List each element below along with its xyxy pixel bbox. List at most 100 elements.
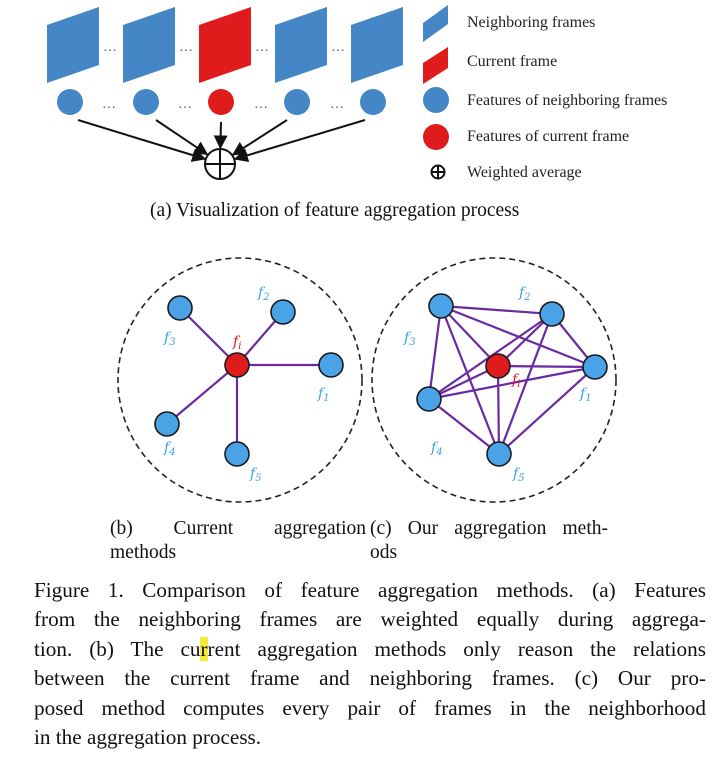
caption-line: tion. (b) The current aggregation method…: [34, 635, 706, 664]
text-highlight: r: [200, 636, 208, 661]
legend-label: Features of neighboring frames: [467, 92, 667, 109]
figure-caption: Figure 1. Comparison of feature aggregat…: [34, 576, 706, 752]
node-label-subscript: 2: [523, 292, 530, 303]
relation-edge: [497, 313, 554, 455]
neighbor-node: [154, 411, 180, 437]
panel-a-feature-aggregation: ··· ··· ··· ··· ··· ··· ··· ···: [47, 7, 403, 180]
neighborhood-boundary: [371, 257, 617, 503]
legend-label: Neighboring frames: [467, 14, 595, 31]
red-parallelogram-icon: [423, 47, 448, 84]
aggregation-arrow: [233, 119, 366, 163]
relation-edge: [497, 364, 596, 369]
neighbor-node: [428, 293, 454, 319]
subcaption-b: (b) Current aggregation methods: [110, 517, 366, 565]
subcaption-c-line1: (c) Our aggregation meth-: [370, 518, 608, 539]
neighbor-node: [486, 441, 512, 467]
subcaption-b-line2: methods: [110, 542, 177, 563]
node-label-subscript: 4: [435, 447, 442, 458]
node-label-subscript: 2: [262, 292, 269, 303]
node-label-subscript: 3: [169, 337, 175, 348]
subcaption-c: (c) Our aggregation meth- ods: [370, 517, 608, 565]
relation-edge: [166, 364, 238, 425]
node-label-subscript: 1: [323, 393, 329, 404]
neighbor-node: [416, 386, 442, 412]
neighbor-frame: [351, 7, 403, 83]
ellipsis: ···: [103, 44, 117, 59]
caption-text: posed method computes every pair of fram…: [34, 695, 706, 720]
relation-edge: [428, 398, 500, 455]
neighbor-node: [539, 301, 565, 327]
node-label: f4: [430, 440, 443, 458]
neighbor-frame-feature: [57, 89, 83, 115]
legend-label: Current frame: [467, 53, 557, 70]
node-label-subscript: 4: [168, 447, 175, 458]
neighbor-frame-feature: [133, 89, 159, 115]
subcaption-a: (a) Visualization of feature aggregation…: [150, 200, 520, 221]
legend-item: Features of current frame: [423, 124, 629, 150]
current-node: [224, 352, 250, 378]
legend-item: Neighboring frames: [423, 5, 595, 42]
node-label: f3: [163, 330, 176, 348]
neighbor-frame-feature: [284, 89, 310, 115]
current-node: [485, 353, 511, 379]
neighbor-frame-feature: [360, 89, 386, 115]
node-label: f1: [579, 386, 592, 404]
aggregation-arrow: [77, 119, 207, 162]
legend-item: Current frame: [423, 47, 557, 84]
ellipsis: ···: [255, 44, 269, 59]
current-frame-feature: [208, 89, 234, 115]
node-label-subscript: 3: [409, 337, 415, 348]
legend-label: Features of current frame: [467, 128, 629, 145]
caption-line: in the aggregation process.: [34, 723, 706, 752]
relation-edge: [428, 365, 596, 401]
blue-circle-icon: [423, 87, 449, 113]
ellipsis: ···: [330, 101, 344, 116]
neighbor-node: [270, 299, 296, 325]
neighbor-node: [582, 354, 608, 380]
aggregation-arrow: [231, 119, 288, 156]
neighbor-node: [224, 441, 250, 467]
relation-edge: [496, 365, 501, 455]
red-circle-icon: [423, 124, 449, 150]
node-label-subscript: 5: [255, 473, 261, 484]
caption-text: Figure 1. Comparison of feature aggregat…: [34, 578, 706, 602]
node-label-subscript: 1: [585, 393, 591, 404]
subcaption-c-line2: ods: [370, 542, 398, 563]
node-label-subscript: 5: [518, 473, 524, 484]
node-label: fi: [232, 334, 241, 352]
ellipsis: ···: [254, 101, 268, 116]
neighbor-node: [167, 295, 193, 321]
ellipsis: ···: [179, 44, 193, 59]
ellipsis: ···: [102, 101, 116, 116]
ellipsis: ···: [178, 101, 192, 116]
caption-line: from the neighboring frames are weighted…: [34, 605, 706, 634]
current-frame: [199, 7, 251, 83]
relation-edge: [440, 305, 499, 367]
caption-text: rent aggregation methods only reason the…: [207, 636, 706, 661]
neighborhood-boundary: [117, 257, 363, 503]
blue-parallelogram-icon: [423, 5, 448, 42]
node-label: f2: [257, 285, 270, 303]
node-label: f5: [249, 466, 262, 484]
caption-line: Figure 1. Comparison of feature aggregat…: [34, 576, 706, 605]
node-label-subscript: i: [517, 379, 520, 390]
neighbor-frame: [123, 7, 175, 83]
relation-edge: [427, 305, 443, 400]
legend-item: Features of neighboring frames: [423, 87, 667, 113]
neighbor-node: [318, 352, 344, 378]
node-label: f3: [403, 330, 416, 348]
subcaption-b-line1: (b) Current aggregation: [110, 518, 366, 539]
caption-line: between the current frame and neighborin…: [34, 664, 706, 693]
caption-text: from the neighboring frames are weighted…: [34, 607, 706, 632]
figure-1: ··· ··· ··· ··· ··· ··· ··· ··· Neighboring fra…: [47, 5, 667, 503]
ellipsis: ···: [331, 44, 345, 59]
caption-text: between the current frame and neighborin…: [34, 666, 706, 691]
neighbor-frame: [275, 7, 327, 83]
node-label-subscript: i: [238, 341, 241, 352]
relation-edge: [498, 366, 596, 455]
aggregation-arrow: [213, 121, 228, 150]
oplus-icon: [430, 164, 446, 180]
aggregation-arrow: [155, 119, 209, 156]
